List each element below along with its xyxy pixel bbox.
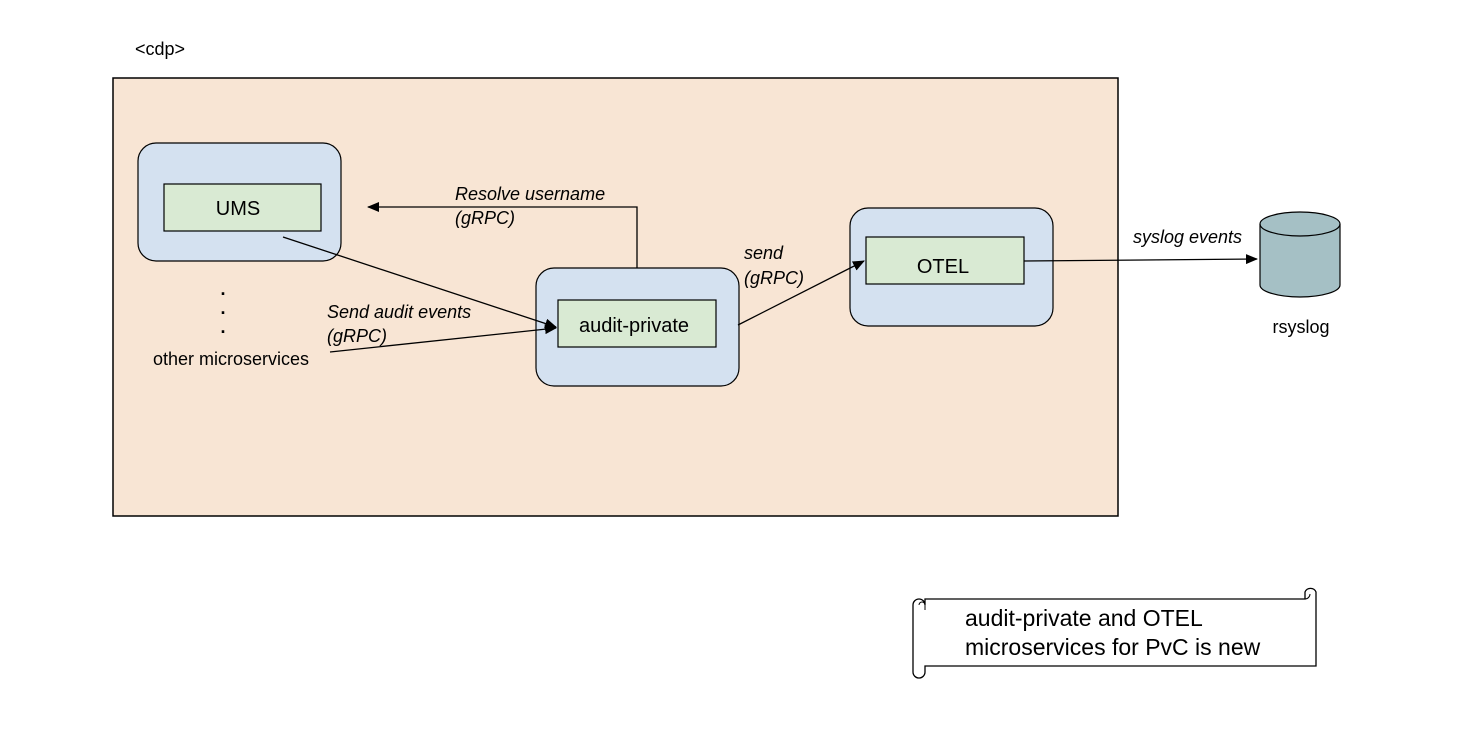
other-to-audit-arrow [329, 324, 557, 353]
resolve-grpc-label: (gRPC) [455, 208, 515, 228]
audit-private-box [557, 299, 717, 348]
audit-to-otel-arrow [737, 260, 865, 326]
note-scroll-curl-left [918, 601, 926, 610]
send-label: send [744, 243, 784, 263]
note-scroll: audit-private and OTEL microservices for… [912, 587, 1317, 679]
syslog-events-label: syslog events [1133, 227, 1242, 247]
send-audit-grpc-label: (gRPC) [327, 326, 387, 346]
ellipsis-dot-1: . [220, 279, 225, 299]
otel-to-rsyslog-arrow [1023, 254, 1258, 265]
resolve-username-label: Resolve username [455, 184, 605, 204]
database-icon [1259, 211, 1341, 298]
note-line-1: audit-private and OTEL [965, 605, 1203, 631]
otel-label: OTEL [917, 256, 969, 278]
ums-to-audit-arrow [282, 236, 557, 329]
note-scroll-shape [912, 587, 1317, 679]
ums-box [163, 183, 322, 232]
ums-label: UMS [216, 198, 260, 220]
send-audit-events-label: Send audit events [327, 302, 471, 322]
otel-box [865, 236, 1025, 285]
other-microservices-label: other microservices [153, 349, 309, 369]
note-line-2: microservices for PvC is new [965, 634, 1261, 660]
note-scroll-curl-right [1304, 593, 1311, 600]
ellipsis-dot-3: . [220, 317, 225, 337]
send-grpc-label: (gRPC) [744, 268, 804, 288]
otel-service[interactable]: OTEL [849, 207, 1054, 327]
cdp-region-label: <cdp> [135, 39, 185, 59]
rsyslog-database[interactable]: rsyslog [1259, 211, 1341, 337]
audit-private-label: audit-private [579, 315, 689, 337]
ellipsis-dot-2: . [220, 298, 225, 318]
database-top-rim [1259, 223, 1341, 237]
rsyslog-label: rsyslog [1272, 317, 1329, 337]
audit-private-service[interactable]: audit-private [535, 267, 740, 387]
resolve-username-arrow [367, 202, 638, 268]
ums-service[interactable]: UMS [137, 142, 342, 262]
